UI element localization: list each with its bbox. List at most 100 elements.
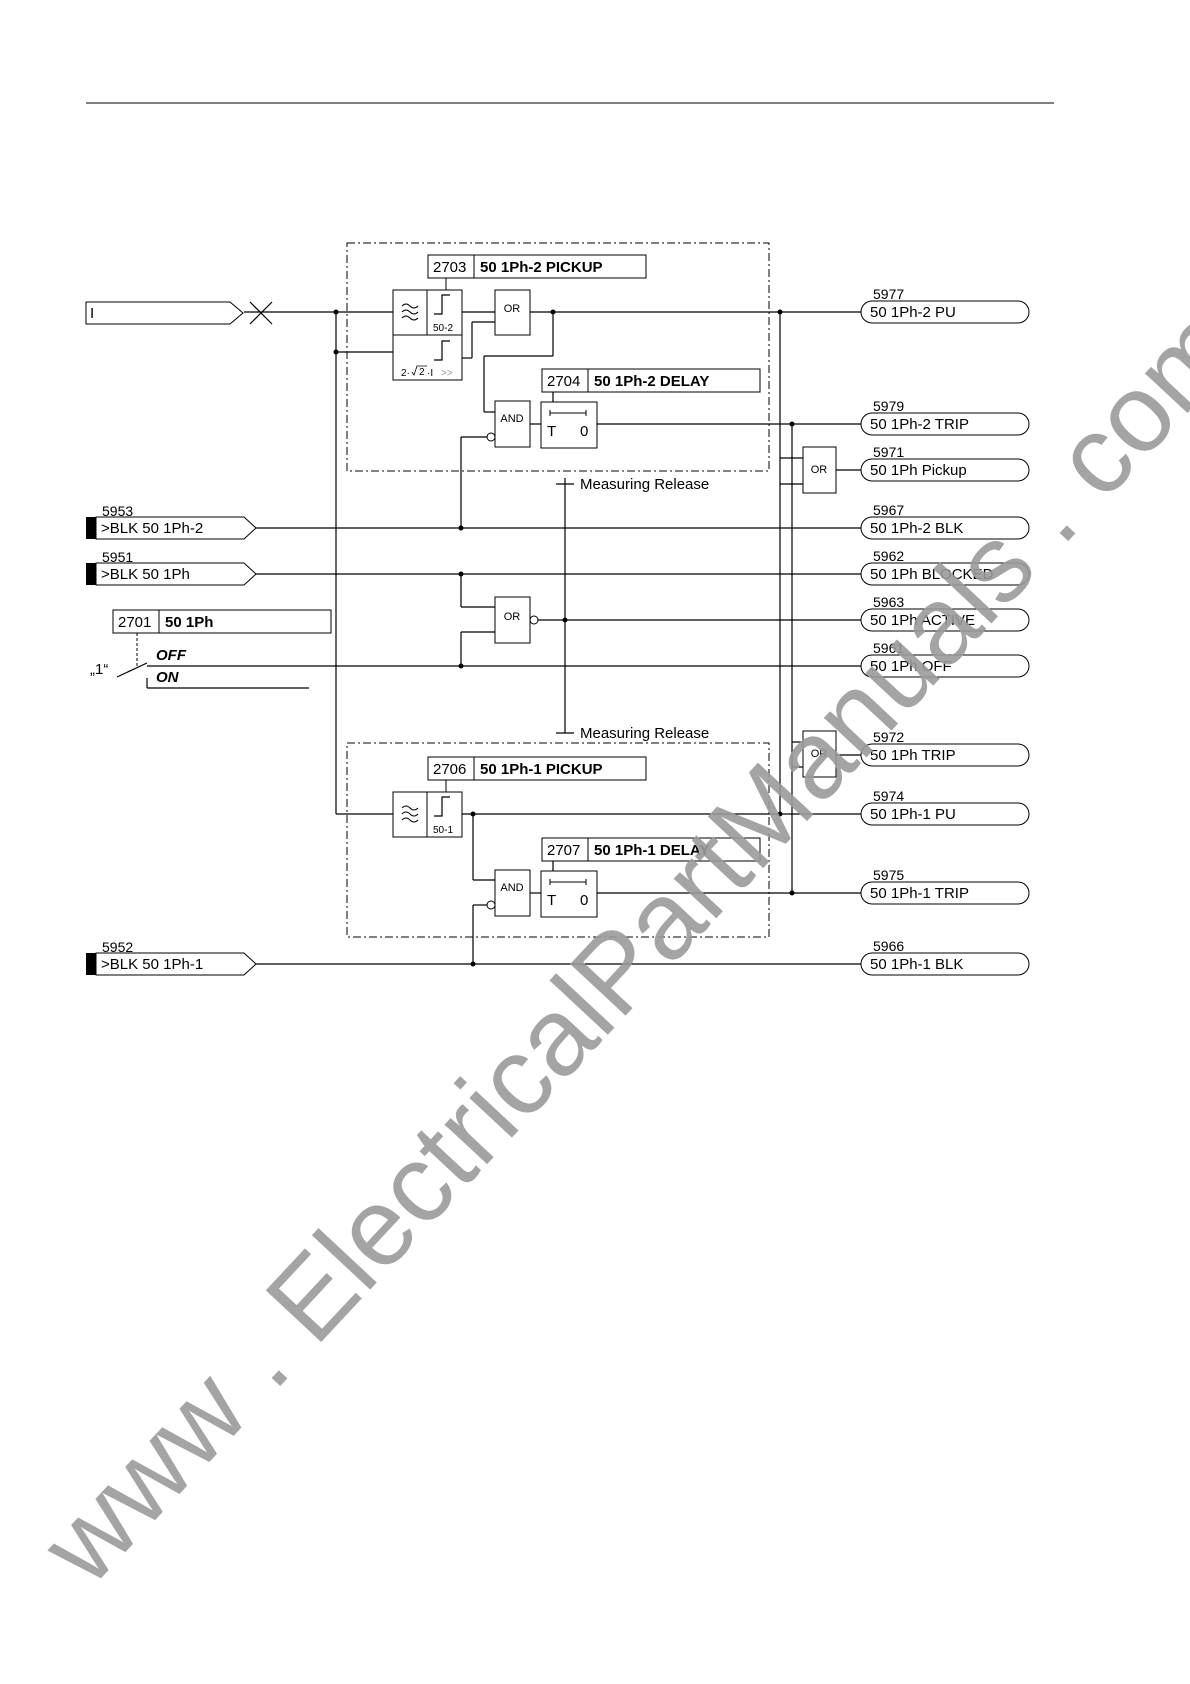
setting-2701: 2701 50 1Ph [112, 609, 332, 634]
setting-2704-name: 50 1Ph-2 DELAY [594, 373, 709, 390]
output-label: 50 1Ph OFF [870, 658, 952, 675]
output-5972: 5972 50 1Ph TRIP [860, 729, 1030, 767]
timer-stage1: T 0 [540, 870, 598, 918]
setting-2703-name: 50 1Ph-2 PICKUP [480, 259, 603, 276]
setting-2707-name: 50 1Ph-1 DELAY [594, 842, 709, 859]
output-label: 50 1Ph-1 BLK [870, 956, 963, 973]
output-5979: 5979 50 1Ph-2 TRIP [860, 398, 1030, 436]
stage1-boundary [346, 742, 770, 938]
output-label: 50 1Ph-1 TRIP [870, 885, 969, 902]
output-number: 5975 [873, 867, 904, 883]
or-gate-pickup-label: OR [811, 464, 828, 476]
output-number: 5963 [873, 594, 904, 610]
or-gate-stage2: OR [494, 289, 531, 336]
timer-t-label: T [547, 892, 556, 909]
setting-2706-address: 2706 [433, 761, 466, 778]
output-5977: 5977 50 1Ph-2 PU [860, 286, 1030, 324]
input-blk-1ph1-label: >BLK 50 1Ph-1 [101, 956, 203, 973]
output-label: 50 1Ph-2 TRIP [870, 416, 969, 433]
output-label: 50 1Ph-2 BLK [870, 520, 963, 537]
switch-constant-label: „1“ [90, 661, 108, 678]
stage2-boundary [346, 242, 770, 472]
output-number: 5962 [873, 548, 904, 564]
input-blk-1ph2-label: >BLK 50 1Ph-2 [101, 520, 203, 537]
output-number: 5977 [873, 286, 904, 302]
and-gate-stage2: AND [486, 400, 531, 448]
threshold-icon [434, 340, 450, 361]
sqrt-argument: 2 [419, 367, 425, 378]
input-current: I [85, 301, 244, 325]
setting-2701-address: 2701 [118, 614, 151, 631]
setting-2704-address: 2704 [547, 373, 580, 390]
or-gate-active: OR [494, 596, 539, 644]
current-symbol: ·I [427, 368, 433, 379]
input-blk-1ph-label: >BLK 50 1Ph [101, 566, 190, 583]
input-blk-1ph1-number: 5952 [102, 939, 133, 955]
setting-2703-address: 2703 [433, 259, 466, 276]
output-5962: 5962 50 1Ph BLOCKED [860, 548, 1030, 586]
timer-zero-label: 0 [580, 423, 588, 440]
output-label: 50 1Ph ACTIVE [870, 612, 975, 629]
filter-icon [401, 303, 419, 321]
output-number: 5979 [873, 398, 904, 414]
output-label: 50 1Ph BLOCKED [870, 566, 994, 583]
comparator-stage1: 50-1 [392, 791, 463, 838]
output-5967: 5967 50 1Ph-2 BLK [860, 502, 1030, 540]
threshold-icon [434, 796, 450, 817]
output-number: 5967 [873, 502, 904, 518]
measuring-release-label-bottom: Measuring Release [580, 725, 709, 742]
setting-2701-name: 50 1Ph [165, 614, 213, 631]
wires [146, 311, 861, 965]
output-5974: 5974 50 1Ph-1 PU [860, 788, 1030, 826]
setting-2706: 2706 50 1Ph-1 PICKUP [427, 756, 647, 781]
threshold-icon [434, 294, 450, 315]
timer-t-label: T [547, 423, 556, 440]
factor-label: 2· [401, 368, 410, 379]
comparator-2xsqrt2: 2· 2 ·I >> [392, 334, 463, 381]
output-label: 50 1Ph Pickup [870, 462, 967, 479]
input-current-label: I [90, 305, 94, 322]
output-number: 5971 [873, 444, 904, 460]
and-gate-stage1: AND [486, 869, 531, 917]
or-gate-active-label: OR [504, 611, 521, 623]
or-gate-trip: OR [802, 730, 837, 778]
output-5971: 5971 50 1Ph Pickup [860, 444, 1030, 482]
and-gate-stage2-label: AND [500, 413, 523, 425]
or-gate-stage2-label: OR [504, 303, 521, 315]
and-gate-stage1-label: AND [500, 882, 523, 894]
output-5975: 5975 50 1Ph-1 TRIP [860, 867, 1030, 905]
output-label: 50 1Ph TRIP [870, 747, 956, 764]
switch-arm [116, 662, 148, 678]
stage2-label: 50-2 [433, 323, 453, 334]
output-number: 5961 [873, 640, 904, 656]
or-gate-trip-label: OR [811, 748, 828, 760]
input-blk-1ph2: 5953 >BLK 50 1Ph-2 [86, 503, 257, 540]
timer-icon [549, 879, 587, 885]
output-5966: 5966 50 1Ph-1 BLK [860, 938, 1030, 976]
junction-dots [333, 309, 795, 967]
cross-mark [249, 301, 273, 325]
setting-2707-address: 2707 [547, 842, 580, 859]
switch-off-label: OFF [156, 647, 187, 664]
setting-2707: 2707 50 1Ph-1 DELAY [541, 837, 761, 862]
sqrt-icon [411, 365, 427, 376]
input-blk-1ph1: 5952 >BLK 50 1Ph-1 [86, 939, 257, 976]
output-5963: 5963 50 1Ph ACTIVE [860, 594, 1030, 632]
output-number: 5966 [873, 938, 904, 954]
timer-icon [549, 410, 587, 416]
timer-zero-label: 0 [580, 892, 588, 909]
measuring-release-label-top: Measuring Release [580, 476, 709, 493]
setting-2703: 2703 50 1Ph-2 PICKUP [427, 254, 647, 279]
comparator-stage2: 50-2 [392, 289, 463, 336]
output-5961: 5961 50 1Ph OFF [860, 640, 1030, 678]
output-label: 50 1Ph-1 PU [870, 806, 956, 823]
input-blk-1ph-number: 5951 [102, 549, 133, 565]
filter-icon [401, 805, 419, 823]
setting-2706-name: 50 1Ph-1 PICKUP [480, 761, 603, 778]
setting-2704: 2704 50 1Ph-2 DELAY [541, 368, 761, 393]
output-number: 5972 [873, 729, 904, 745]
switch-on-label: ON [156, 669, 180, 686]
current-threshold-mark: >> [441, 368, 453, 379]
timer-stage2: T 0 [540, 401, 598, 449]
